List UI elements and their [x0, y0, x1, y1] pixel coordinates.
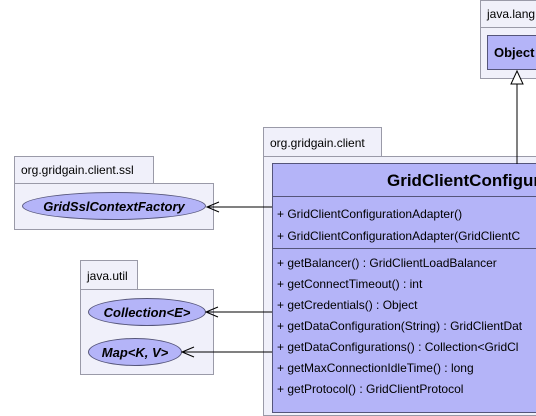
class-object-label: Object [494, 45, 535, 60]
package-label-java-util: java.util [87, 269, 128, 283]
class-divider-top [273, 196, 536, 197]
class-divider-methods [273, 248, 536, 249]
package-label-java-lang: java.lang [487, 7, 536, 21]
method-item: + getDataConfigurations() : Collection<G… [277, 340, 519, 354]
package-label-gridgain-client: org.gridgain.client [270, 136, 365, 150]
interface-map[interactable]: Map<K, V> [88, 338, 182, 366]
package-tab-gridgain-client: org.gridgain.client [263, 127, 382, 157]
relationship-edges [180, 69, 524, 358]
package-tab-java-util: java.util [80, 260, 138, 290]
interface-label: Collection<E> [103, 304, 191, 320]
class-grid-client-configuration-adapter[interactable]: GridClientConfigur + GridClientConfigura… [272, 163, 536, 413]
method-item: + getConnectTimeout() : int [277, 277, 423, 291]
dependency-arrowhead-collection [204, 306, 219, 318]
method-item: + getMaxConnectionIdleTime() : long [277, 361, 474, 375]
dependency-arrowhead-map [180, 346, 195, 358]
inheritance-arrowhead [510, 69, 524, 85]
interface-collection[interactable]: Collection<E> [88, 298, 206, 326]
interface-grid-ssl-context-factory[interactable]: GridSslContextFactory [22, 192, 206, 220]
constructor-item: + GridClientConfigurationAdapter() [277, 207, 463, 221]
interface-label: GridSslContextFactory [43, 198, 185, 214]
class-object[interactable]: Object [487, 35, 536, 70]
method-item: + getDataConfiguration(String) : GridCli… [277, 319, 523, 333]
interface-label: Map<K, V> [101, 344, 169, 360]
package-tab-java-lang: java.lang [480, 0, 536, 28]
method-item: + getProtocol() : GridClientProtocol [277, 382, 464, 396]
dependency-arrowhead-ssl [205, 201, 220, 213]
package-label-gridgain-client-ssl: org.gridgain.client.ssl [21, 163, 134, 177]
method-item: + getBalancer() : GridClientLoadBalancer [277, 256, 497, 270]
method-item: + getCredentials() : Object [277, 298, 418, 312]
package-tab-gridgain-client-ssl: org.gridgain.client.ssl [14, 156, 154, 184]
class-title: GridClientConfigur [387, 171, 536, 190]
constructor-item: + GridClientConfigurationAdapter(GridCli… [277, 229, 521, 243]
